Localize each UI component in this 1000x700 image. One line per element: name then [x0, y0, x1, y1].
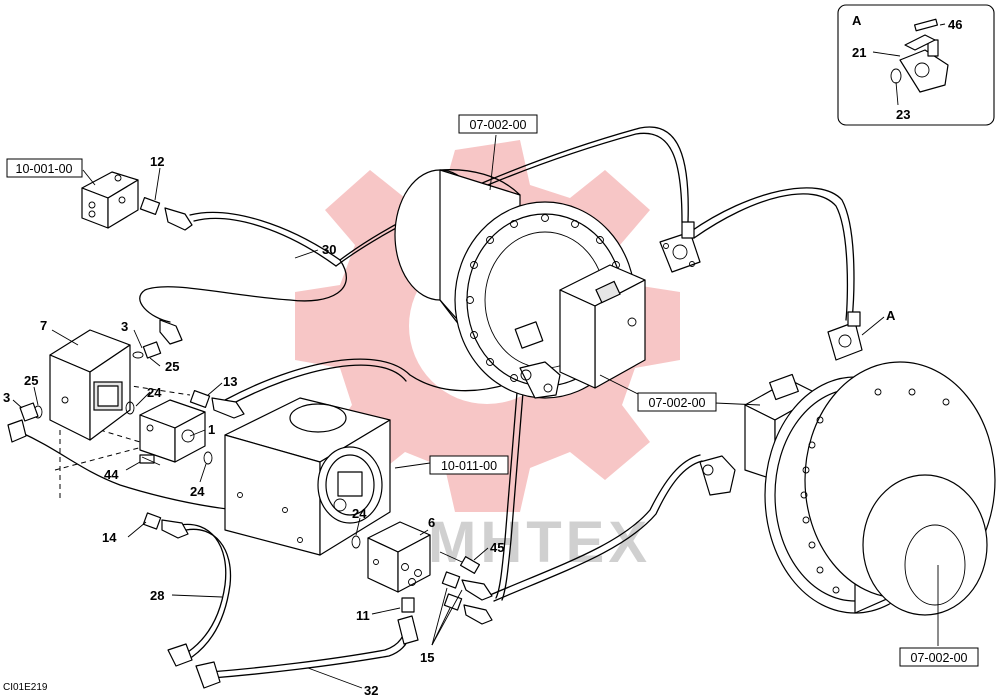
valve-block-6 — [351, 521, 431, 593]
callout-15: 15 — [420, 650, 434, 665]
svg-text:07-002-00: 07-002-00 — [649, 396, 706, 410]
callout-a: A — [886, 308, 896, 323]
elbow-fittings-bottom — [167, 643, 221, 689]
callout-45: 45 — [490, 540, 504, 555]
bolt-circle-right — [800, 388, 950, 594]
callout-28: 28 — [150, 588, 164, 603]
inset-callout-21: 21 — [852, 45, 866, 60]
svg-text:07-002-00: 07-002-00 — [911, 651, 968, 665]
assembly-dashed-lines — [54, 384, 191, 500]
port-fitting-right — [699, 455, 736, 496]
callout-25-top: 25 — [165, 359, 179, 374]
valve-block-top — [81, 171, 139, 229]
callout-32: 32 — [364, 683, 378, 698]
travel-motor-right — [744, 361, 996, 616]
callout-7: 7 — [40, 318, 47, 333]
fitting-13 — [189, 390, 245, 419]
callout-24-b: 24 — [190, 484, 205, 499]
flange-a — [827, 311, 863, 361]
svg-text:10-011-00: 10-011-00 — [441, 459, 497, 473]
callout-6: 6 — [428, 515, 435, 530]
svg-text:10-001-00: 10-001-00 — [16, 162, 73, 176]
ref-box-07-002-00-top: 07-002-00 — [458, 114, 538, 134]
valve-block-7 — [49, 329, 131, 441]
callout-3-left: 3 — [3, 390, 10, 405]
inset-title: A — [852, 13, 862, 28]
fittings-3-25-top — [132, 319, 183, 359]
fitting-14 — [142, 512, 189, 539]
fitting-11 — [397, 597, 419, 645]
svg-text:07-002-00: 07-002-00 — [470, 118, 527, 132]
hose-lines — [19, 126, 855, 679]
callout-24-a: 24 — [147, 385, 162, 400]
bolt-44 — [139, 454, 161, 466]
callout-3-top: 3 — [121, 319, 128, 334]
bolt-45 — [439, 551, 481, 574]
callout-1: 1 — [208, 422, 215, 437]
flange-top-motor — [659, 221, 701, 273]
drawing-code: CI01E219 — [3, 682, 48, 693]
inset-callout-23: 23 — [896, 107, 910, 122]
travel-motor-top — [394, 169, 646, 399]
ref-box-07-002-00-mid: 07-002-00 — [637, 392, 717, 412]
fittings-3-25-left — [7, 402, 43, 443]
callout-12: 12 — [150, 154, 164, 169]
callout-24-c: 24 — [352, 506, 367, 521]
ref-box-07-002-00-bottom: 07-002-00 — [899, 647, 979, 667]
flange-block-1 — [125, 399, 206, 463]
fittings-15 — [441, 571, 493, 625]
callout-14: 14 — [102, 530, 117, 545]
detail-inset — [837, 4, 995, 126]
callout-13: 13 — [223, 374, 237, 389]
leader-lines — [12, 23, 946, 689]
o-ring-24 — [203, 451, 213, 465]
inset-callout-46: 46 — [948, 17, 962, 32]
fitting-12 — [139, 197, 193, 231]
pump-unit — [224, 397, 391, 556]
callout-30: 30 — [322, 242, 336, 257]
callout-25-left: 25 — [24, 373, 38, 388]
callout-11: 11 — [356, 608, 370, 623]
ref-box-10-001-00: 10-001-00 — [6, 158, 83, 178]
callout-44: 44 — [104, 467, 119, 482]
ref-box-10-011-00: 10-011-00 — [429, 455, 509, 475]
